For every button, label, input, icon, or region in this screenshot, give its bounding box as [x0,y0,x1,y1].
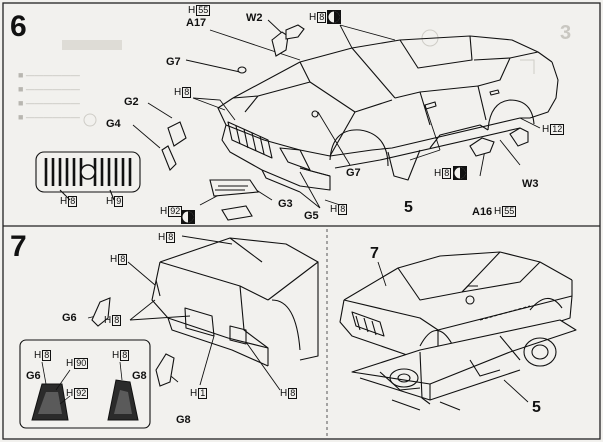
faded-bullet-3: ■ —————— [18,98,80,108]
part-g5 [221,205,253,221]
part-g6 [91,297,111,327]
part-g7-mid [311,110,319,118]
step7-left-leaders [87,235,281,391]
step-6-number: 6 [10,10,27,43]
step6-parts [161,24,529,221]
inset-label-g6: G6 [26,370,41,382]
label-g7-top: G7 [166,56,181,68]
label-g8: G8 [176,414,191,426]
faded-bullet-2: ■ —————— [18,84,80,94]
faded-bullet-1: ■ —————— [18,70,80,80]
label-w2: W2 [246,12,263,24]
part-number-5-step7: 5 [532,399,541,416]
faded-bullet-4: ■ —————— [18,112,80,122]
label-g4: G4 [106,118,121,130]
label-a17: A17 [186,17,207,29]
label-g6: G6 [62,312,77,324]
part-g7-top [237,66,247,74]
part-g2 [167,121,187,147]
part-w2 [285,24,305,40]
taillight-inset [19,339,151,429]
part-w3 [509,127,529,147]
label-g7-mid: G7 [346,167,361,179]
label-g3: G3 [278,198,293,210]
label-g2: G2 [124,96,139,108]
label-g5: G5 [304,210,319,222]
part-g4 [161,145,177,171]
faded-side-number: 3 [560,22,572,44]
grille-inset [35,151,141,201]
part-g8 [155,353,175,387]
part-a16 [469,137,495,157]
step7-assembly [339,251,577,411]
label-a16: A16 [472,206,493,218]
step6-car-body [217,35,559,193]
paint-dot-symbols [181,10,467,224]
part-mirror-a17 [271,31,289,57]
part-g3 [209,179,259,197]
inset-label-g8: G8 [132,370,147,382]
step-7-number: 7 [10,230,27,263]
step7-left-parts [91,297,175,387]
part-number-7: 7 [370,245,379,262]
step7-rear-view [151,237,319,367]
part-number-5-step6: 5 [404,199,413,216]
step7-right-leaders [377,261,529,403]
label-w3: W3 [522,178,539,190]
